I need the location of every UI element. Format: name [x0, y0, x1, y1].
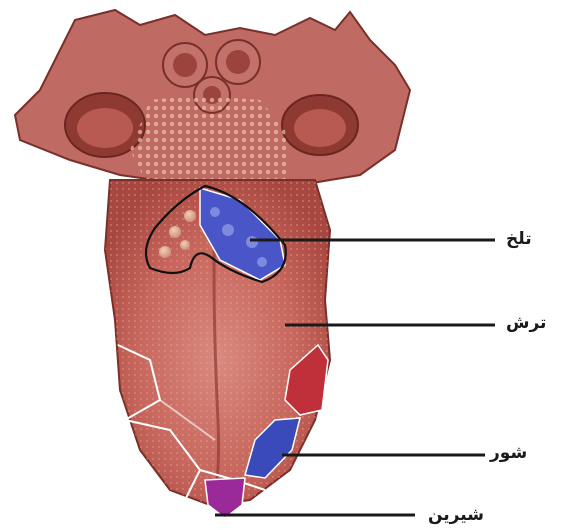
label-bitter: تلخ [506, 229, 532, 249]
label-sweet: شیرین [428, 505, 484, 525]
label-salty: شور [490, 443, 527, 463]
label-sour: ترش [506, 313, 546, 333]
pharynx-structure [15, 10, 410, 200]
sweet-region [205, 478, 245, 518]
